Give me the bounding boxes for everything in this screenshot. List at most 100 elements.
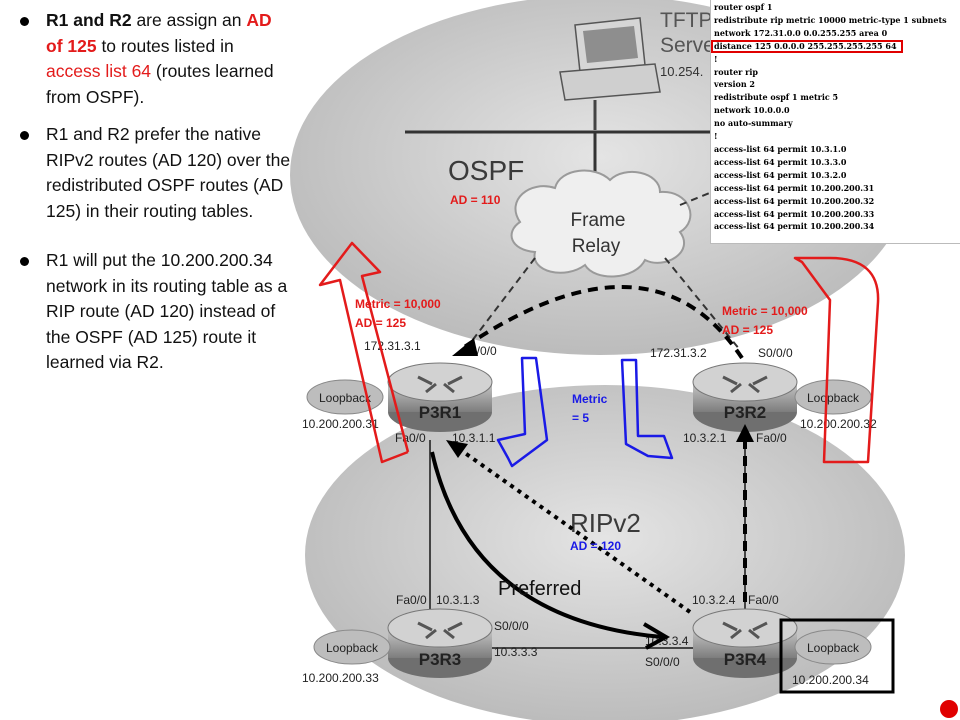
preferred-route-arrowhead [642,622,671,650]
r2-ip: 172.31.3.2 [650,346,707,360]
right-ad-label: AD = 125 [722,323,773,337]
config-line: no auto-summary [714,118,793,129]
bullet-item: R1 will put the 10.200.200.34 network in… [12,248,292,376]
tftp-server-title-2: Serve [660,34,715,57]
loopback-r2-label: Loopback [807,391,860,405]
bullet-segment: access list 64 [46,61,152,81]
router-p3r4-icon [692,608,798,678]
blue-metric-arrow-right [620,358,674,460]
config-line: network 172.31.0.0 0.0.255.255 area 0 [714,27,888,38]
r1-loop-ip: 10.200.200.31 [302,417,379,431]
frame-relay-cloud [510,169,692,278]
config-line: distance 125 0.0.0.0 255.255.255.255 64 [714,40,897,51]
ripv2-area-label: RIPv2 [570,508,641,538]
bullet-segment: R1 and R2 prefer the native RIPv2 routes… [46,124,291,221]
right-metric-label: Metric = 10,000 [722,304,808,318]
metric-5-label-2: = 5 [572,411,589,425]
config-line: access-list 64 permit 10.200.200.31 [714,182,875,193]
config-line: network 10.0.0.0 [714,105,790,116]
router-p3r3-name: P3R3 [419,650,462,669]
r3-fa: Fa0/0 [396,593,427,607]
config-line: access-list 64 permit 10.3.3.0 [714,156,847,167]
r4-r2-route-arrowhead [736,424,754,442]
config-line: access-list 64 permit 10.3.1.0 [714,143,847,154]
r4-serial: S0/0/0 [645,655,680,669]
r3-lan: 10.3.1.3 [436,593,480,607]
r2-lan: 10.3.2.1 [683,431,727,445]
loopback-r4-label: Loopback [807,641,860,655]
r4-loop-ip: 10.200.200.34 [792,673,869,687]
loopback-r4-highlight-box [779,618,895,694]
metric-5-label: Metric [572,392,608,406]
router-p3r1-name: P3R1 [419,403,462,422]
bullet-dot [20,131,29,140]
pvc-r1-line [464,257,536,351]
r1-lan: 10.3.1.1 [452,431,496,445]
tftp-server-icon [559,17,661,130]
r1-ip: 172.31.3.1 [364,339,421,353]
config-line: router rip [714,66,758,77]
ospf-route-arrowhead [452,338,478,356]
bullet-dot [20,257,29,266]
config-line: access-list 64 permit 10.200.200.34 [714,221,875,232]
loopback-r1: Loopback [306,379,384,415]
config-line: access-list 64 permit 10.3.2.0 [714,169,847,180]
config-line: access-list 64 permit 10.200.200.32 [714,195,875,206]
tftp-server-ip: 10.254. [660,64,703,79]
preferred-label: Preferred [498,578,581,600]
loopback-r1-label: Loopback [319,391,372,405]
loopback-r4: Loopback [794,629,872,665]
r3-loop-ip: 10.200.200.33 [302,671,379,685]
config-highlight-box [711,40,903,53]
ospf-area-label: OSPF [448,155,524,186]
blue-metric-arrow-left [496,356,549,468]
left-ad-label: AD = 125 [355,316,406,330]
config-line: redistribute ospf 1 metric 5 [714,92,839,103]
r2-loop-ip: 10.200.200.32 [800,417,877,431]
tftp-server-title: TFTP [660,9,713,32]
bullet-segment: R1 and R2 [46,10,132,30]
bullet-segment: AD of 125 [46,10,272,56]
r3-serial-ip: 10.3.3.3 [494,645,538,659]
bullet-segment: to routes listed in [96,35,234,56]
r1-fa: Fa0/0 [395,431,426,445]
router-p3r2-name: P3R2 [724,403,767,422]
slide-marker-dot [940,700,958,718]
r3-serial: S0/0/0 [494,619,529,633]
loopback-r2: Loopback [794,379,872,415]
router-p3r4-name: P3R4 [724,650,767,669]
r2-serial: S0/0/0 [758,346,793,360]
preferred-route-arrow [430,451,663,639]
red-redistribute-arrow-right [793,256,880,464]
config-line: ! [714,53,718,64]
bullet-item: R1 and R2 are assign an AD of 125 to rou… [12,8,292,110]
red-redistribute-arrow-left [318,241,410,464]
loopback-r3-label: Loopback [326,641,379,655]
config-line: access-list 64 permit 10.200.200.33 [714,208,875,219]
config-line: version 2 [714,79,755,90]
ad-110-label: AD = 110 [450,193,501,207]
router-p3r3-icon [387,608,493,678]
config-line: ! [714,131,718,142]
frame-relay-label: Frame [571,210,626,231]
config-line: redistribute rip metric 10000 metric-typ… [714,14,947,25]
left-metric-label: Metric = 10,000 [355,297,441,311]
router-p3r2-icon [692,362,798,432]
bullet-dot [20,17,29,26]
bullet-segment: (routes learned from OSPF). [46,61,274,107]
ad-120-label: AD = 120 [570,539,621,553]
bullet-segment: R1 will put the 10.200.200.34 network in… [46,250,288,372]
r4-fa: Fa0/0 [748,593,779,607]
rip-dotted-route-arrow [453,444,692,614]
ospf-route-arrow [458,284,744,360]
config-line: router ospf 1 [714,2,773,12]
r4-lan: 10.3.2.4 [692,593,736,607]
pvc-r2-line [664,257,741,351]
bullet-segment: are assign an [131,10,247,30]
server-bus [405,130,720,178]
r2-fa: Fa0/0 [756,431,787,445]
router-config-panel: router ospf 1 redistribute rip metric 100… [710,0,960,244]
rip-dotted-route-arrowhead [446,440,468,458]
router-p3r1-icon [387,362,493,432]
